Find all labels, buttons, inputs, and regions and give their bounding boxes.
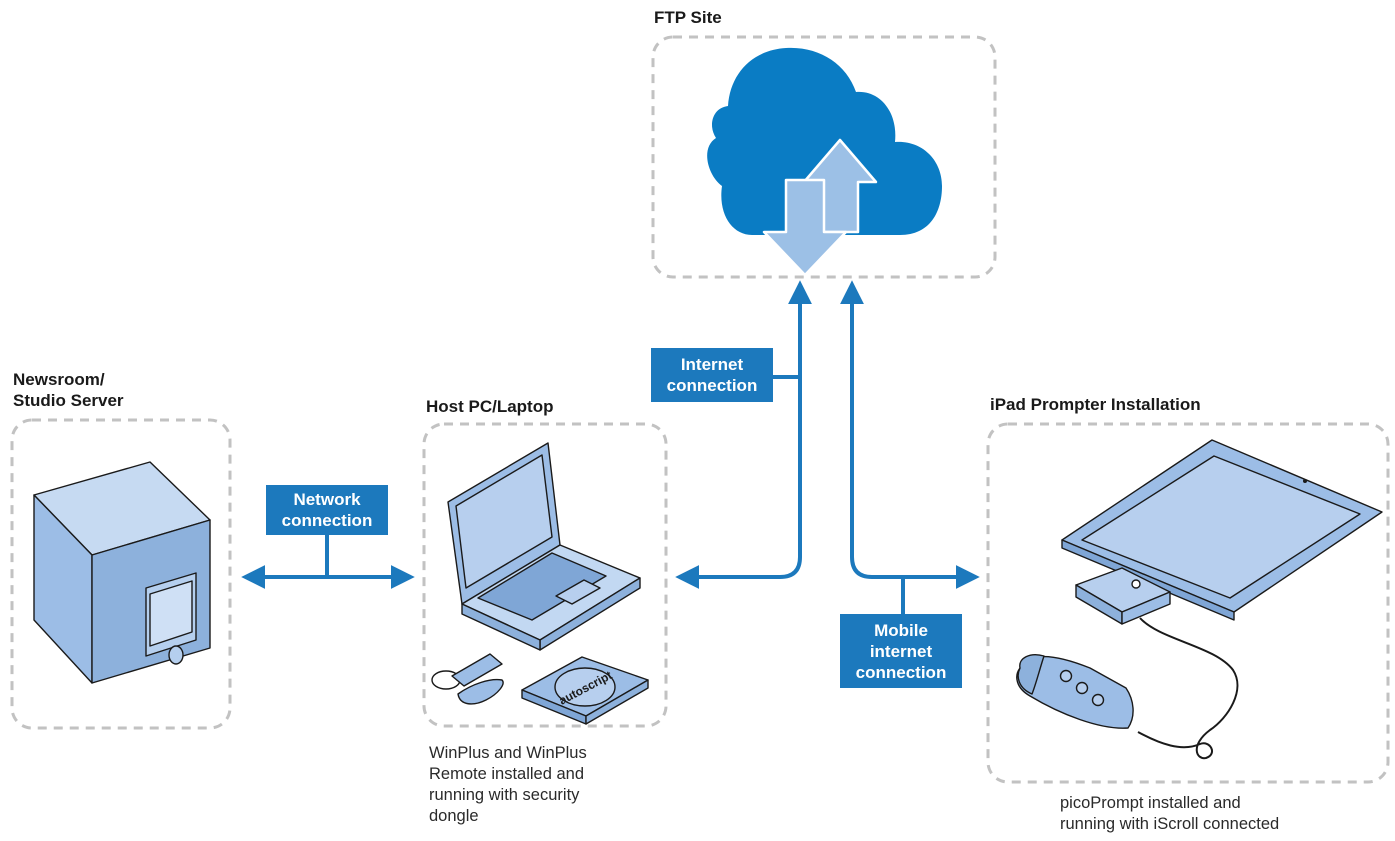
host-node: Host PC/Laptop autoscript	[422, 397, 668, 728]
network-connection: Network connection	[241, 485, 415, 589]
iscroll-controller-icon	[1016, 654, 1134, 729]
server-title: Newsroom/Studio Server	[13, 370, 124, 410]
internet-connection-label	[651, 348, 773, 402]
ipad-boundary	[986, 422, 1390, 784]
laptop-icon	[447, 442, 641, 651]
server-node: Newsroom/Studio Server	[10, 370, 232, 730]
ftp-site-node: FTP Site	[651, 8, 997, 279]
ipad-title: iPad Prompter Installation	[990, 395, 1201, 414]
network-label-line: connection	[282, 511, 373, 530]
ftp-site-title: FTP Site	[654, 8, 722, 27]
download-arrow-icon	[762, 178, 848, 277]
ipad-node: iPad Prompter Installation	[986, 395, 1390, 784]
software-disc-icon: autoscript	[521, 656, 649, 725]
internet-label-line: connection	[667, 376, 758, 395]
mobile-connection: Mobile internet connection	[840, 280, 980, 688]
picoprompt-receiver-icon	[1075, 567, 1239, 760]
mobile-label-line: connection	[856, 663, 947, 682]
internet-arrow	[675, 280, 812, 589]
ftp-site-boundary	[651, 35, 997, 279]
host-title: Host PC/Laptop	[426, 397, 554, 416]
mobile-label-line: Mobile	[874, 621, 928, 640]
internet-label-line: Internet	[681, 355, 744, 374]
server-boundary	[10, 418, 232, 730]
mobile-arrow	[840, 280, 980, 589]
ipad-icon	[1061, 439, 1383, 621]
mobile-label-line: internet	[870, 642, 933, 661]
cloud-icon	[707, 47, 942, 277]
server-icon	[33, 461, 211, 684]
security-dongle-icon	[431, 653, 504, 705]
network-connection-label	[266, 485, 388, 535]
internet-connection: Internet connection	[651, 280, 812, 589]
host-boundary	[422, 422, 668, 728]
mobile-connection-label	[840, 614, 962, 688]
network-label-line: Network	[293, 490, 361, 509]
